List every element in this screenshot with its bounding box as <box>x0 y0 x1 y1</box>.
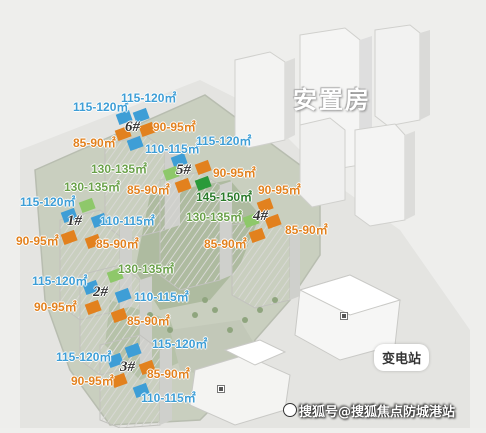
unit-area-label: 115-120㎡ <box>196 134 252 148</box>
unit-area-label: 130-135㎡ <box>186 210 243 224</box>
unit-area-label: 110-115㎡ <box>145 142 200 156</box>
building-number-2: 2# <box>93 284 108 300</box>
unit-area-label: 130-135㎡ <box>91 162 148 176</box>
trees <box>147 297 278 333</box>
unit-area-label: 85-90㎡ <box>127 183 170 197</box>
unit-area-label: 85-90㎡ <box>147 367 190 381</box>
unit-area-label: 115-120㎡ <box>152 337 208 351</box>
unit-area-label: 85-90㎡ <box>73 136 116 150</box>
paw-icon <box>283 403 297 417</box>
unit-area-label: 110-115㎡ <box>100 214 155 228</box>
unit-area-label: 90-95㎡ <box>16 234 59 248</box>
unit-area-label: 90-95㎡ <box>71 374 114 388</box>
watermark-text: 搜狐号@搜狐焦点防城港站 <box>299 405 456 420</box>
unit-area-label: 85-90㎡ <box>204 237 247 251</box>
unit-area-label: 90-95㎡ <box>153 120 196 134</box>
unit-area-label: 115-120㎡ <box>56 350 112 364</box>
resettlement-towers <box>234 24 430 227</box>
unit-area-label: 115-120㎡ <box>73 100 129 114</box>
unit-area-label: 145-150㎡ <box>196 190 253 204</box>
building-number-4: 4# <box>253 208 268 224</box>
building-number-5: 5# <box>176 162 191 178</box>
unit-area-label: 115-120㎡ <box>20 195 76 209</box>
unit-area-label: 90-95㎡ <box>34 300 77 314</box>
resettlement-housing-label: 安置房 <box>293 86 371 114</box>
building-number-6: 6# <box>125 119 140 135</box>
watermark: 搜狐号@搜狐焦点防城港站 <box>283 401 455 420</box>
unit-area-label: 115-120㎡ <box>32 274 88 288</box>
building-number-1: 1# <box>67 213 82 229</box>
unit-color-blocks <box>60 107 282 399</box>
substation-label: 变电站 <box>374 344 430 371</box>
unit-area-label: 130-135㎡ <box>64 180 121 194</box>
unit-area-label: 85-90㎡ <box>96 237 139 251</box>
unit-area-label: 85-90㎡ <box>285 223 328 237</box>
unit-area-label: 90-95㎡ <box>258 183 301 197</box>
unit-area-label: 90-95㎡ <box>213 166 256 180</box>
unit-area-label: 115-120㎡ <box>121 91 177 105</box>
building-number-3: 3# <box>120 359 135 375</box>
unit-area-label: 110-115㎡ <box>134 290 189 304</box>
unit-area-label: 110-115㎡ <box>141 391 196 405</box>
unit-area-label: 85-90㎡ <box>127 314 170 328</box>
unit-area-label: 130-135㎡ <box>118 262 175 276</box>
